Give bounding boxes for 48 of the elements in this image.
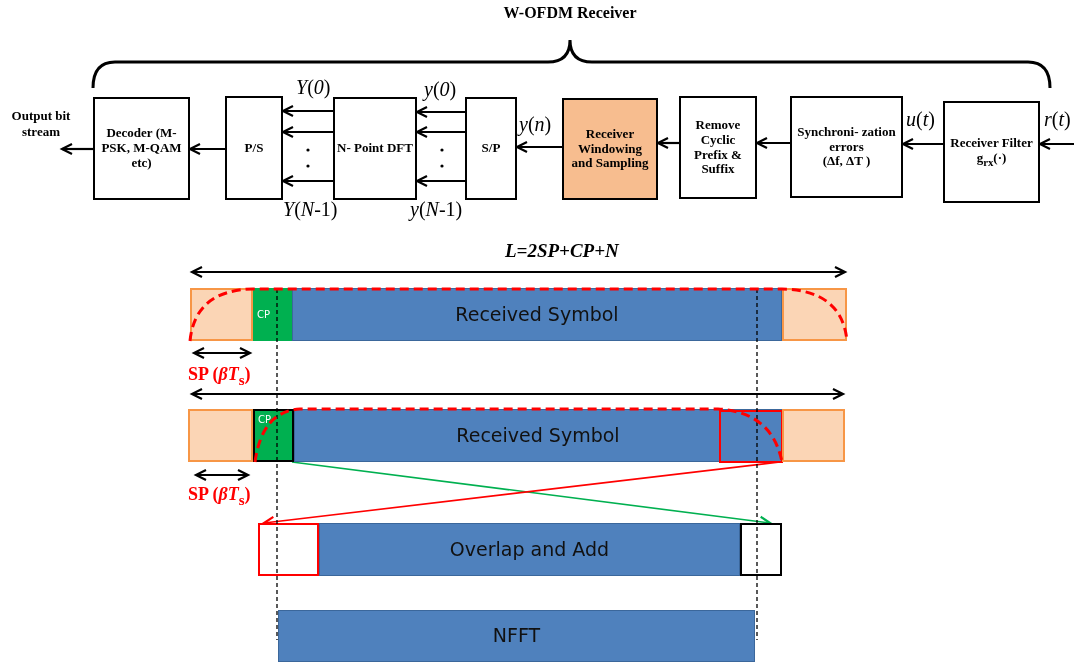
process-box bbox=[93, 97, 190, 200]
edge-label: y(0) bbox=[424, 78, 457, 101]
process-box bbox=[562, 98, 658, 200]
dimension-label: SP (βT$_{s}$) bbox=[188, 484, 251, 509]
padding-segment bbox=[190, 288, 253, 341]
bar-label: Received Symbol bbox=[456, 424, 620, 447]
diagram-title: W-OFDM Receiver bbox=[502, 4, 638, 22]
bar-label: Received Symbol bbox=[455, 303, 619, 326]
padding-segment bbox=[188, 409, 253, 462]
symbol-bar bbox=[319, 523, 740, 576]
edge-label: u(t) bbox=[906, 108, 935, 131]
padding-segment bbox=[782, 409, 845, 462]
cyclic-prefix-segment bbox=[253, 409, 294, 462]
bar-label: CP bbox=[257, 308, 270, 321]
box-label: (Δf, ΔT ) bbox=[822, 154, 871, 170]
process-box bbox=[943, 101, 1040, 203]
padding-segment bbox=[782, 288, 847, 341]
arrow bbox=[60, 142, 93, 156]
box-label: Remove Cyclic Prefix & Suffix bbox=[693, 117, 743, 178]
box-label: Decoder (M-PSK, M-QAM etc) bbox=[100, 126, 183, 171]
box-label: Receiver Filter bbox=[950, 136, 1033, 151]
process-box bbox=[790, 96, 903, 198]
bar-label: CP bbox=[258, 414, 271, 426]
process-box bbox=[679, 96, 757, 199]
box-label: g$_{rx}$(·) bbox=[976, 150, 1007, 168]
edge-label: Y(N-1) bbox=[283, 198, 338, 221]
symbol-bar bbox=[278, 610, 755, 662]
edge-label: Y(0) bbox=[296, 76, 331, 99]
process-box bbox=[225, 96, 283, 200]
edge-label: Output bit stream bbox=[10, 108, 72, 140]
box-label: Synchroni- zation errors bbox=[796, 124, 897, 155]
box-label: P/S bbox=[244, 140, 264, 156]
formula-label: L=2SP+CP+N bbox=[505, 240, 619, 262]
box-label: N- Point DFT bbox=[337, 141, 413, 156]
box-label: S/P bbox=[481, 141, 501, 156]
edge-label: y(N-1) bbox=[410, 198, 463, 221]
overlap-segment bbox=[258, 523, 319, 576]
box-label: Receiver Windowing and Sampling bbox=[570, 126, 650, 172]
cyclic-prefix-segment bbox=[253, 288, 292, 341]
bar-label: NFFT bbox=[492, 625, 541, 647]
symbol-bar bbox=[292, 288, 782, 341]
edge-label: r(t) bbox=[1044, 108, 1071, 131]
dimension-label: SP (βT$_{s}$) bbox=[188, 364, 251, 389]
process-box bbox=[333, 97, 417, 200]
edge-label: y(n) bbox=[519, 113, 552, 136]
process-box bbox=[465, 97, 517, 200]
bar-label: Overlap and Add bbox=[449, 538, 610, 561]
overlap-segment bbox=[740, 523, 782, 576]
